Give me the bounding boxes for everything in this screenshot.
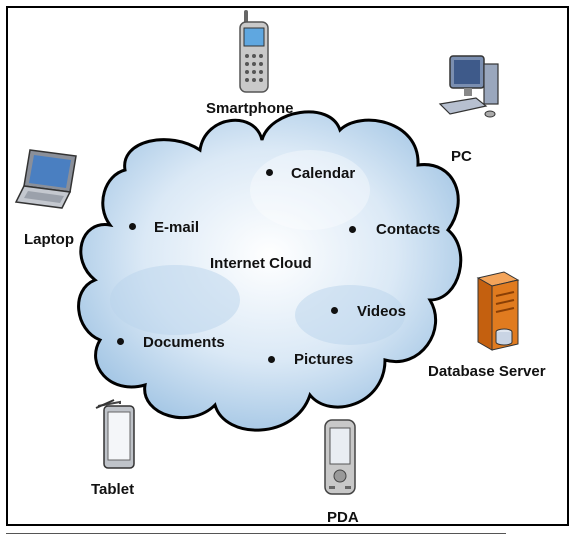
database-server-icon [476,271,520,351]
device-laptop: Laptop [24,231,74,248]
bullet-documents [117,338,124,345]
bullet-videos [331,307,338,314]
service-calendar: Calendar [291,165,356,182]
device-pda: PDA [327,509,359,526]
bullet-pictures [268,356,275,363]
bullet-calendar [266,169,273,176]
service-email: E-mail [154,219,200,236]
service-videos: Videos [357,303,406,320]
cloud-label: Internet Cloud [210,255,312,272]
service-pictures: Pictures [294,351,354,368]
tablet-icon [95,399,135,469]
service-contacts: Contacts [376,221,441,238]
service-documents: Documents [143,334,225,351]
device-smartphone: Smartphone [206,100,294,117]
pc-icon [438,55,499,118]
device-pc: PC [451,148,472,165]
device-tablet: Tablet [91,481,135,498]
pda-icon [324,419,356,495]
smartphone-icon [239,10,269,93]
device-database-server: Database Server [428,363,546,380]
laptop-icon [14,149,77,209]
bullet-email [129,223,136,230]
bottom-line [6,533,506,534]
bullet-contacts [349,226,356,233]
